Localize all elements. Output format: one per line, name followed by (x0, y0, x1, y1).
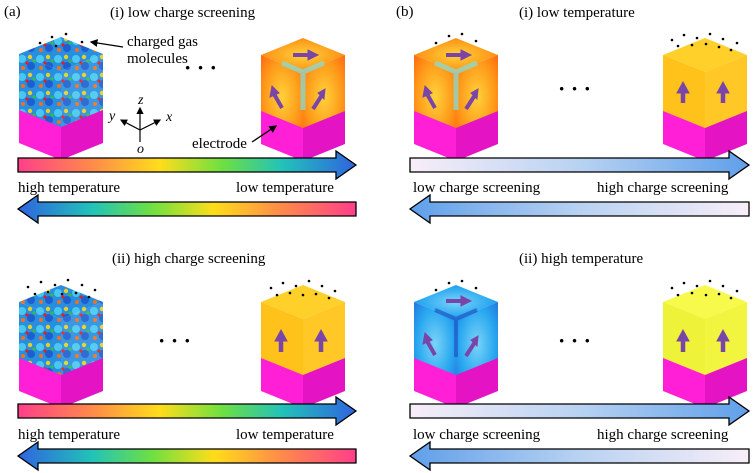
gas-molecules (269, 279, 337, 300)
gas-pointer (89, 39, 124, 48)
cube-noisy-high-screening (19, 285, 103, 408)
arrow-screening-increasing-b-top (409, 149, 751, 181)
panel-a-top-title: (i) low charge screening (110, 5, 256, 21)
ellipsis-a-bottom: · · · (158, 328, 191, 353)
a-bottom-left-label: high temperature (18, 427, 120, 443)
polarization-arrows (274, 328, 328, 352)
a-top-left-label: high temperature (18, 180, 120, 196)
ellipsis-a-top: · · · (184, 55, 217, 80)
gas-molecules (670, 32, 739, 52)
electrode-pointer (251, 125, 278, 143)
a-top-right-label: low temperature (236, 180, 334, 196)
panel-b-label: (b) (396, 4, 414, 20)
arrow-temperature-decreasing-a-bottom (17, 395, 358, 427)
arrow-screening-increasing-b-bottom (409, 395, 751, 427)
polarization-arrows (422, 295, 479, 358)
b-top-right-label: high charge screening (597, 180, 729, 196)
gas-molecules (670, 279, 739, 300)
a-bottom-right-label: low temperature (236, 427, 334, 443)
cube-vortex-orange-b (414, 38, 498, 161)
arrow-temperature-increasing-a-top (16, 193, 357, 225)
polarization-arrows (676, 80, 730, 103)
cube-uniform-yellow (663, 285, 747, 408)
polarization-arrows (676, 328, 730, 352)
polarization-arrows (422, 49, 479, 111)
cube-vortex-blue (414, 285, 498, 408)
panel-b-top-title: (i) low temperature (519, 5, 635, 21)
arrow-temperature-decreasing-a-top (17, 149, 358, 181)
axis-origin-label: o (137, 142, 144, 157)
polarization-arrows (269, 49, 326, 111)
cube-noisy-low-screening (19, 37, 103, 160)
cube-uniform-orange-b (663, 38, 747, 161)
panel-a-bottom-title: (ii) high charge screening (112, 251, 266, 267)
coordinate-axes (119, 106, 162, 142)
electrode-label: electrode (192, 136, 247, 152)
arrow-screening-decreasing-b-bottom (408, 440, 750, 472)
axis-y-label: y (107, 109, 116, 124)
arrow-temperature-increasing-a-bottom (16, 440, 357, 472)
axis-x-label: x (165, 110, 173, 125)
gas-molecules (26, 278, 97, 299)
ellipsis-b-top: · · · (558, 76, 591, 101)
b-top-left-label: low charge screening (413, 180, 541, 196)
gas-molecules (434, 32, 478, 45)
panel-b-bottom-title: (ii) high temperature (519, 251, 643, 267)
gas-molecules (38, 32, 84, 48)
panel-a-label: (a) (4, 4, 21, 20)
cube-uniform-orange-a (261, 285, 345, 408)
b-bottom-left-label: low charge screening (413, 427, 541, 443)
arrow-screening-decreasing-b-top (408, 193, 750, 225)
b-bottom-right-label: high charge screening (597, 427, 729, 443)
gas-label-line2: molecules (127, 51, 188, 67)
ellipsis-b-bottom: · · · (558, 328, 591, 353)
cube-vortex-orange-a (261, 38, 345, 161)
axis-z-label: z (137, 93, 144, 108)
gas-label-line1: charged gas (127, 34, 198, 50)
gas-molecules (434, 279, 478, 292)
